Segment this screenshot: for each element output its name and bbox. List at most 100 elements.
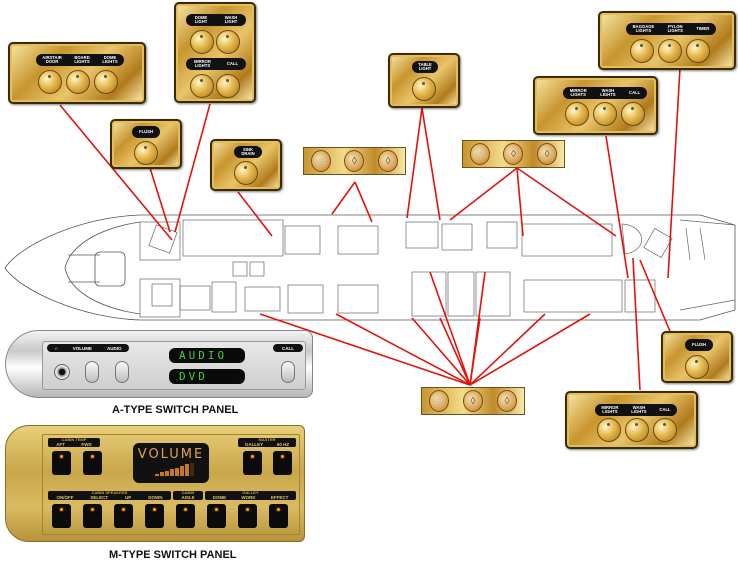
cabin-title: CABIN (181, 490, 195, 495)
panel-aft-lav-lower: MIRROR LIGHTS WASH LIGHTS CALL (565, 391, 698, 449)
label-call: CALL (659, 406, 671, 412)
person-call-icon[interactable]: ☺ (310, 150, 331, 172)
label-audio: AUDIO (106, 345, 122, 351)
master-galley-button[interactable] (243, 451, 262, 475)
galley-group: GALLEY DOME WORK EFFECT (205, 490, 296, 500)
label-wash-light: WASH LIGHT (224, 14, 238, 24)
label-dome-light: DOME LIGHT (194, 14, 208, 24)
m-type-panel-face: CABIN TEMP AFT FWD VOLUME MASTER GALLEY … (42, 434, 300, 535)
speakers-up-button[interactable] (114, 504, 133, 528)
board-lights-switch[interactable] (66, 70, 90, 94)
volume-display: VOLUME (133, 443, 209, 483)
volume-bar (155, 474, 159, 476)
headphone-icon: ∩ (54, 345, 58, 351)
call-switch[interactable] (216, 74, 240, 98)
baggage-lights-switch[interactable] (630, 39, 654, 63)
wash-light-switch[interactable] (216, 30, 240, 54)
wash-lights-switch[interactable] (593, 102, 617, 126)
volume-bar (180, 466, 184, 476)
master-60hz-button[interactable] (273, 451, 292, 475)
speakers-select-button[interactable] (83, 504, 102, 528)
galley-work-button[interactable] (238, 504, 257, 528)
flush-switch[interactable] (685, 355, 709, 379)
table-light-switch[interactable] (412, 77, 436, 101)
cabin-speakers-title: CABIN SPEAKERS (91, 490, 128, 495)
label-galley: GALLEY (244, 442, 264, 447)
audio-rocker[interactable] (115, 361, 129, 383)
a-type-panel-face: ∩ VOLUME AUDIO AUDIO DVD CALL (42, 341, 306, 390)
panel-table-light: TABLE LIGHT (388, 53, 460, 108)
panel-label-bar: BAGGAGE LIGHTS PYLON LIGHTS TIMER (626, 23, 716, 35)
master-group: MASTER GALLEY 60 HZ (238, 437, 296, 447)
label-timer: TIMER (696, 25, 710, 31)
label-aisle: AISLE (181, 495, 195, 500)
label-baggage-lights: BAGGAGE LIGHTS (632, 23, 655, 33)
call-switch[interactable] (621, 102, 645, 126)
label-call: CALL (629, 89, 641, 95)
label-volume: VOLUME (72, 345, 92, 351)
label-down: DOWN (148, 495, 163, 500)
volume-bar (175, 467, 179, 476)
panel-label-bar: MIRROR LIGHTS CALL (186, 58, 246, 70)
reading-light-icon[interactable]: ◊ (344, 150, 365, 172)
person-call-icon[interactable]: ☺ (469, 143, 490, 165)
call-switch[interactable] (653, 418, 677, 442)
panel-flush-aft: FLUSH (661, 331, 733, 383)
cabin-speakers-group: CABIN SPEAKERS ON/OFF SELECT UP DOWN (48, 490, 171, 500)
cabin-temp-title: CABIN TEMP (61, 437, 87, 442)
timer-switch[interactable] (686, 39, 710, 63)
panel-airstair-lights: AIRSTAIR DOOR BOARD LIGHTS DOME LIGHTS (8, 42, 146, 104)
speakers-on-off-button[interactable] (52, 504, 71, 528)
sink-drain-switch[interactable] (234, 161, 258, 185)
psu-strip-forward: ☺ ◊ ◊ (303, 147, 406, 175)
dome-lights-switch[interactable] (94, 70, 118, 94)
reading-light-icon[interactable]: ◊ (503, 143, 524, 165)
speakers-down-button[interactable] (145, 504, 164, 528)
reading-light-icon[interactable]: ◊ (497, 390, 517, 412)
label-up: UP (125, 495, 132, 500)
flush-switch[interactable] (134, 141, 158, 165)
label-mirror-lights: MIRROR LIGHTS (193, 58, 211, 68)
panel-forward-lav: DOME LIGHT WASH LIGHT MIRROR LIGHTS CALL (174, 2, 256, 103)
a-type-switch-panel: ∩ VOLUME AUDIO AUDIO DVD CALL (5, 330, 313, 398)
panel-label-bar: SINK DRAIN (234, 146, 262, 158)
label-on-off: ON/OFF (56, 495, 74, 500)
label-effect: EFFECT (270, 495, 289, 500)
label-table-light: TABLE LIGHT (418, 61, 432, 71)
volume-display-text: VOLUME (137, 447, 205, 462)
cabin-aisle-button[interactable] (176, 504, 195, 528)
cabin-temp-aft-button[interactable] (52, 451, 71, 475)
reading-light-icon[interactable]: ◊ (463, 390, 483, 412)
label-select: SELECT (90, 495, 109, 500)
wash-lights-switch[interactable] (625, 418, 649, 442)
panel-flush-forward: FLUSH (110, 119, 182, 169)
volume-bar (165, 470, 169, 476)
mirror-lights-switch[interactable] (597, 418, 621, 442)
person-call-icon[interactable]: ☺ (429, 390, 449, 412)
volume-bar (170, 469, 174, 476)
panel-label-bar: TABLE LIGHT (412, 61, 438, 73)
dome-light-switch[interactable] (190, 30, 214, 54)
mirror-lights-switch[interactable] (190, 74, 214, 98)
label-pylon-lights: PYLON LIGHTS (667, 23, 683, 33)
volume-rocker[interactable] (85, 361, 99, 383)
headphone-jack[interactable] (54, 364, 70, 380)
reading-light-icon[interactable]: ◊ (537, 143, 558, 165)
call-button[interactable] (281, 361, 295, 383)
label-call: CALL (282, 345, 294, 351)
volume-level-bars (155, 462, 194, 476)
label-wash-lights: WASH LIGHTS (600, 87, 616, 97)
mirror-lights-switch[interactable] (565, 102, 589, 126)
label-flush: FLUSH (692, 341, 706, 347)
panel-baggage-lights: BAGGAGE LIGHTS PYLON LIGHTS TIMER (598, 11, 736, 70)
pylon-lights-switch[interactable] (658, 39, 682, 63)
volume-bar (190, 462, 194, 476)
galley-dome-button[interactable] (207, 504, 226, 528)
label-board-lights: BOARD LIGHTS (74, 54, 90, 64)
label-sink-drain: SINK DRAIN (241, 146, 255, 156)
cabin-temp-fwd-button[interactable] (83, 451, 102, 475)
galley-effect-button[interactable] (269, 504, 288, 528)
reading-light-icon[interactable]: ◊ (378, 150, 399, 172)
airstair-door-switch[interactable] (38, 70, 62, 94)
